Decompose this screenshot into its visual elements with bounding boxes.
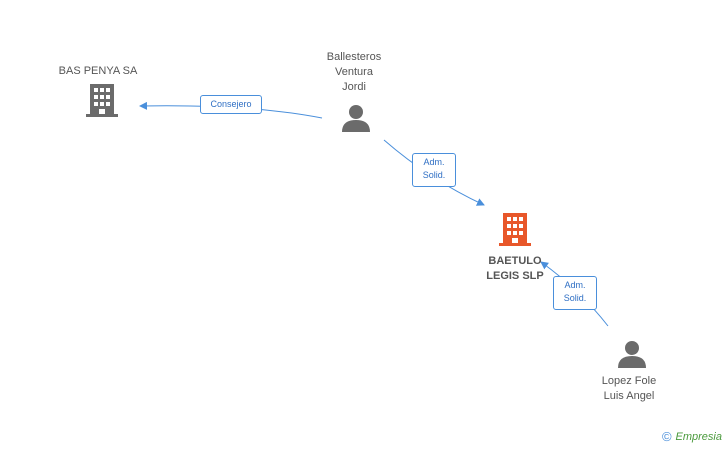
edge-label-line: Adm. [423,157,445,167]
person-name-line: Ballesteros [326,51,382,63]
company-name-line: LEGIS SLP [486,270,544,282]
edge-label-line: Solid. [563,293,587,303]
person-name-line: Lopez Fole [601,375,657,387]
edge-label-line: Solid. [422,170,446,180]
person-name-line: Luis Angel [603,390,655,402]
person-name-line: Jordi [342,81,366,93]
person-icon[interactable] [342,105,370,132]
person-name-ballesteros[interactable]: Ballesteros Ventura Jordi [304,50,404,95]
edge-label-line: Adm. [564,280,586,290]
edge-label-adm-solid: Adm. Solid. [553,276,597,310]
copyright-icon: © [661,429,672,444]
person-icon[interactable] [618,341,646,368]
focus-building-icon[interactable] [499,213,531,246]
edge-label-consejero: Consejero [200,95,262,114]
company-name-bas-penya[interactable]: BAS PENYA SA [58,65,138,77]
brand-name: Empresia [675,430,722,443]
footer-brand: © Empresia [662,429,722,444]
person-name-line: Ventura [335,66,373,78]
building-icon[interactable] [86,84,118,117]
edge-label-adm-solid: Adm. Solid. [412,153,456,187]
company-name-line: BAETULO [488,255,542,267]
person-name-lopez[interactable]: Lopez Fole Luis Angel [579,374,679,404]
company-name-baetulo[interactable]: BAETULO LEGIS SLP [465,254,565,284]
